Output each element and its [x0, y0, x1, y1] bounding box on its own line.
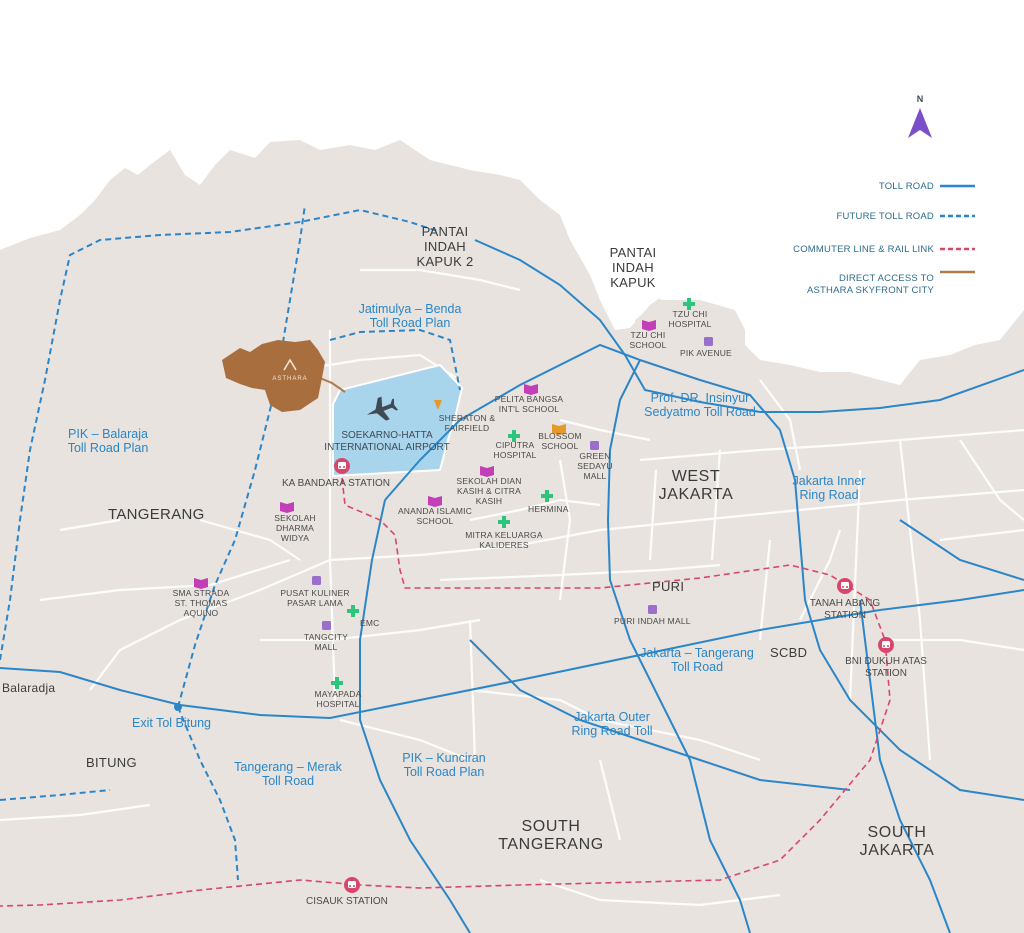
legend-swatches [940, 184, 975, 274]
area-label-pik: PANTAI INDAH KAPUK [609, 245, 657, 290]
legend-direct-access: DIRECT ACCESS TO ASTHARA SKYFRONT CITY [806, 273, 934, 297]
pik-island [635, 300, 745, 360]
mall-icons [312, 337, 713, 630]
station-icon-cisauk [344, 877, 360, 893]
area-label-south-jakarta: SOUTH JAKARTA [859, 824, 935, 860]
station-label-ka-bandara: KA BANDARA STATION [282, 478, 390, 489]
legend-rail-link: COMMUTER LINE & RAIL LINK [793, 244, 934, 255]
sea-inlet [590, 268, 640, 325]
station-label-tanah-abang: TANAH ABANG STATION [809, 598, 881, 621]
station-icons [334, 458, 894, 893]
exit-bitung-dot [174, 703, 182, 711]
mall-icon [322, 621, 331, 630]
asthara-logo-mark [283, 358, 297, 371]
poi-label-tangcity: TANGCITY MALL [304, 632, 348, 652]
hospital-icon [331, 677, 343, 689]
poi-label-pelita-bangsa: PELITA BANGSA INT'L SCHOOL [494, 394, 564, 414]
mall-icon [648, 605, 657, 614]
poi-label-mayapada: MAYAPADA HOSPITAL [314, 689, 362, 709]
poi-label-blossom: BLOSSOM SCHOOL [538, 431, 582, 451]
airport-label: SOEKARNO-HATTA INTERNATIONAL AIRPORT [324, 430, 450, 453]
area-label-tangerang: TANGERANG [108, 506, 205, 523]
area-label-pik-2: PANTAI INDAH KAPUK 2 [416, 224, 474, 269]
direct-access-line [319, 377, 346, 393]
poi-label-pik-avenue: PIK AVENUE [680, 348, 732, 358]
road-label-outer-ring: Jakarta Outer Ring Road Toll [571, 710, 653, 739]
hospital-icon [683, 298, 695, 310]
hospital-icon [541, 490, 553, 502]
poi-label-pusat-kuliner: PUSAT KULINER PASAR LAMA [280, 588, 350, 608]
road-label-pik-kunciran: PIK – Kunciran Toll Road Plan [402, 751, 486, 780]
hospital-icon [498, 516, 510, 528]
road-label-inner-ring: Jakarta Inner Ring Road [792, 474, 866, 503]
mall-icon [704, 337, 713, 346]
poi-label-sheraton: SHERATON & FAIRFIELD [438, 413, 496, 433]
compass-label: N [917, 94, 924, 104]
area-label-scbd: SCBD [770, 645, 808, 660]
area-label-bitung: BITUNG [86, 755, 137, 770]
road-label-pik-balaraja: PIK – Balaraja Toll Road Plan [67, 427, 149, 456]
airport-area [332, 363, 464, 478]
poi-label-sma-strada: SMA STRADA ST. THOMAS AQUINO [172, 588, 230, 618]
mall-icon [590, 441, 599, 450]
road-label-exit-bitung: Exit Tol Bitung [132, 716, 211, 730]
poi-label-dharma-widya: SEKOLAH DHARMA WIDYA [274, 513, 316, 543]
station-icon-tanah-abang [837, 578, 853, 594]
poi-label-emc: EMC [360, 618, 380, 628]
station-label-dukuh-atas: BNI DUKUH ATAS STATION [845, 656, 927, 679]
toll-roads [0, 239, 1024, 933]
school-icon [642, 320, 656, 331]
road-label-jatimulya: Jatimulya – Benda Toll Road Plan [358, 302, 462, 331]
legend-toll-road: TOLL ROAD [878, 181, 934, 192]
school-icons [194, 320, 656, 589]
area-label-balaradja: Balaradja [2, 681, 56, 695]
area-label-south-tangerang: SOUTH TANGERANG [498, 818, 604, 854]
station-icon-dukuh-atas [878, 637, 894, 653]
school-icon [280, 502, 294, 513]
airplane-icon [366, 396, 399, 421]
poi-label-ananda: ANANDA ISLAMIC SCHOOL [397, 506, 473, 526]
road-label-tangerang-merak: Tangerang – Merak Toll Road [234, 760, 342, 789]
rail-lines [0, 477, 891, 907]
mall-icon [312, 576, 321, 585]
road-label-sedyatmo: Prof. DR. Insinyur Sedyatmo Toll Road [644, 391, 756, 420]
poi-label-hermina: HERMINA [528, 504, 569, 514]
hospital-icon [508, 430, 520, 442]
school-icon [428, 496, 442, 507]
hospital-icons [331, 298, 695, 689]
hospital-icon [347, 605, 359, 617]
poi-label-tzu-chi-hospital: TZU CHI HOSPITAL [668, 309, 712, 329]
poi-label-ciputra: CIPUTRA HOSPITAL [493, 440, 537, 460]
poi-label-green-sedayu: GREEN SEDAYU MALL [577, 451, 613, 481]
compass-arrow-icon [908, 108, 932, 138]
poi-label-puri-indah-mall: PURI INDAH MALL [614, 616, 691, 626]
school-icon-orange [434, 400, 566, 435]
school-icon [524, 384, 538, 395]
school-icon [480, 466, 494, 477]
asthara-logo-text: ASTHARA [272, 376, 307, 382]
school-icon [194, 578, 208, 589]
asthara-logo-shape [222, 340, 325, 412]
legend-future-toll-road: FUTURE TOLL ROAD [836, 211, 934, 222]
future-toll-roads [0, 204, 461, 881]
poi-label-dian-kasih: SEKOLAH DIAN KASIH & CITRA KASIH [456, 476, 522, 506]
area-label-puri: PURI [652, 579, 685, 594]
station-label-cisauk: CISAUK STATION [306, 896, 388, 907]
poi-label-mitra-keluarga: MITRA KELUARGA KALIDERES [465, 530, 543, 550]
station-icon-ka-bandara [334, 458, 350, 474]
poi-label-tzu-chi-school: TZU CHI SCHOOL [629, 330, 667, 350]
area-label-west-jakarta: WEST JAKARTA [658, 468, 734, 504]
road-label-jakarta-tangerang: Jakarta – Tangerang Toll Road [640, 646, 754, 675]
land-mass [0, 140, 1024, 933]
